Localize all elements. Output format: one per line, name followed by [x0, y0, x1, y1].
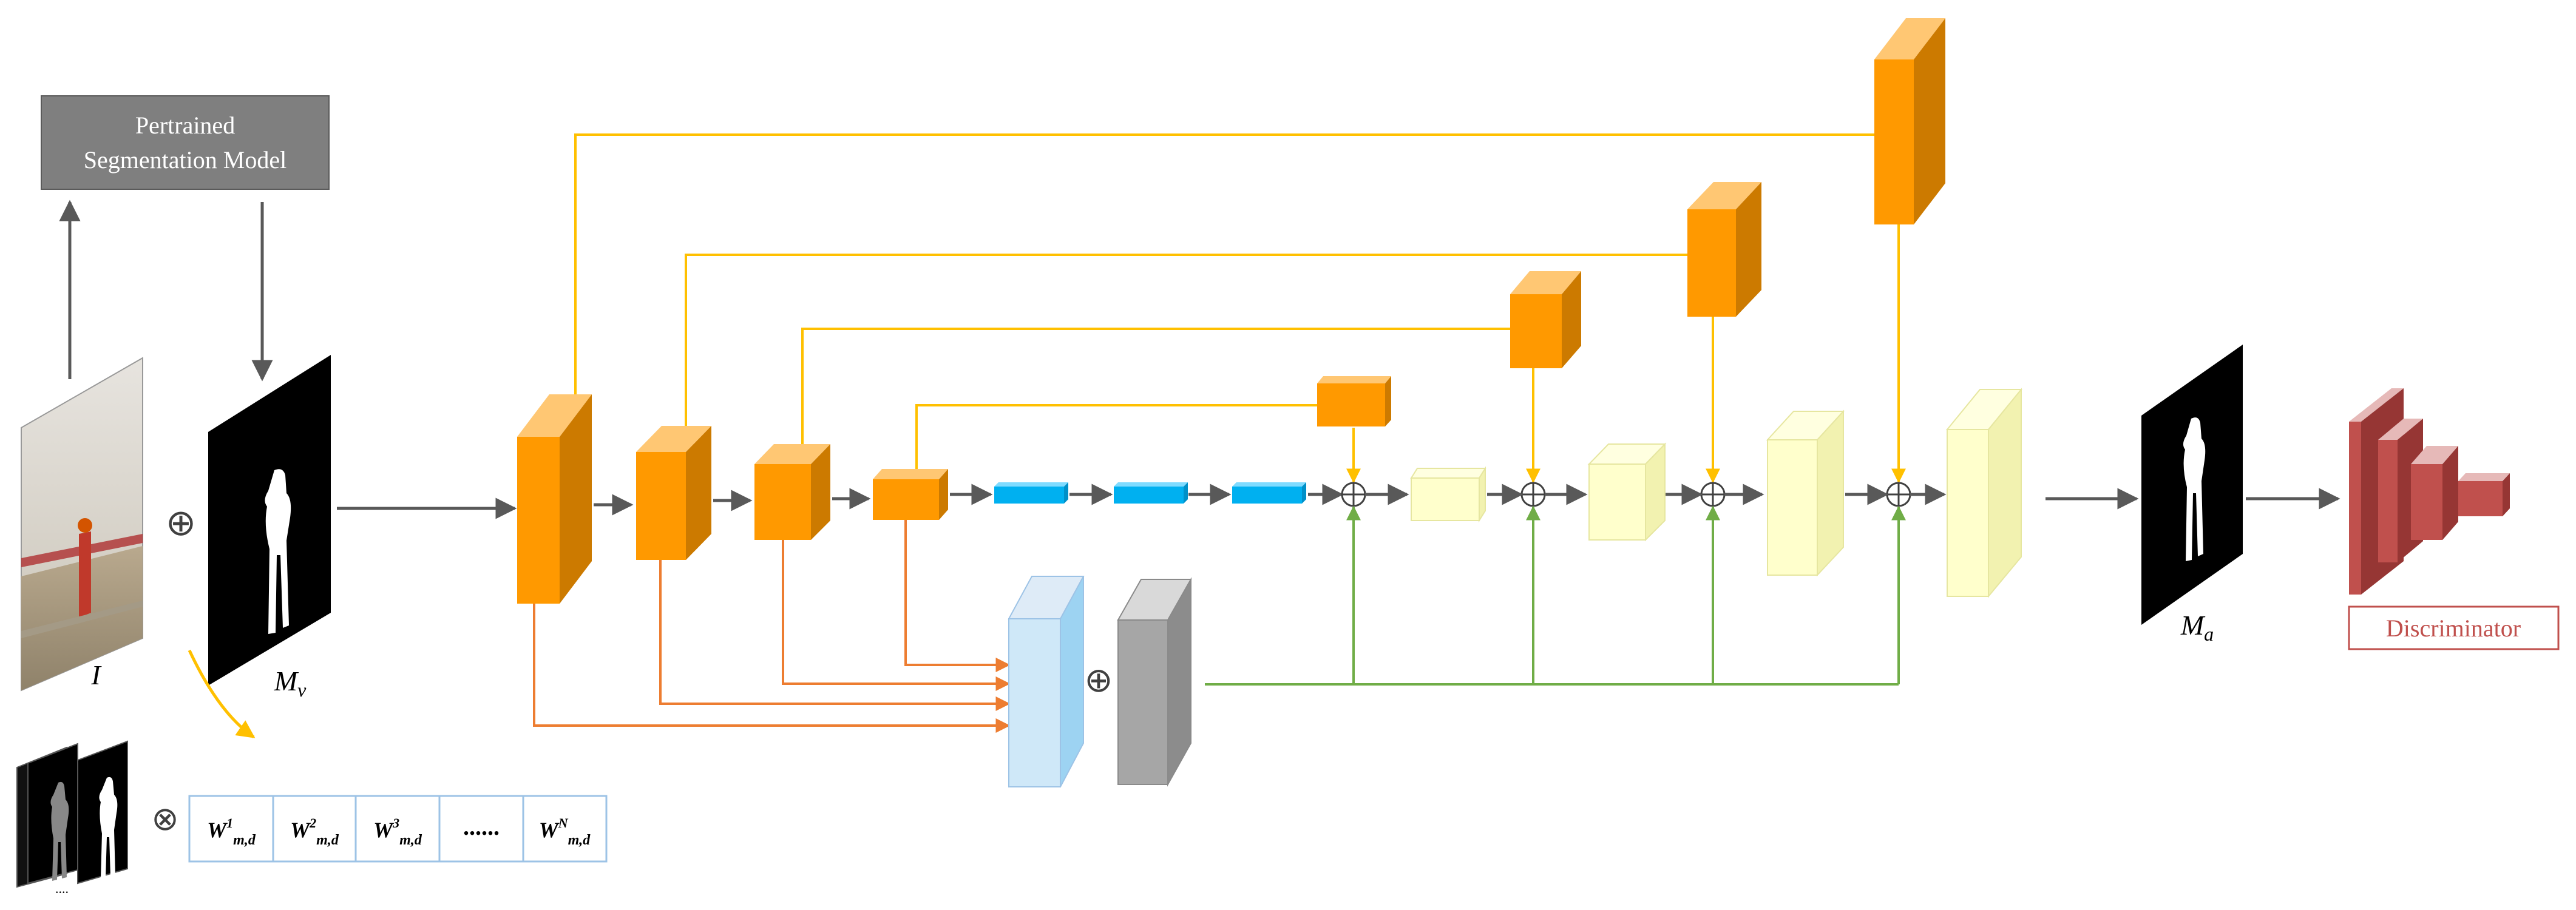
visible-mask-label-sub: v	[297, 679, 307, 701]
bottleneck-bar-1	[994, 482, 1068, 504]
decoder-block-1	[1410, 466, 1486, 523]
encoder-block-1	[517, 394, 592, 604]
weight-3-base: W	[373, 818, 395, 842]
mask-feature-arrows	[533, 520, 1011, 733]
weight-n-sub: m,d	[568, 832, 591, 848]
skip-connections	[574, 133, 1900, 469]
bottleneck-bar-3	[1232, 482, 1306, 504]
visible-mask	[208, 355, 331, 686]
weight-1-sup: 1	[226, 815, 233, 831]
decoder-block-4	[1945, 388, 2023, 598]
skip-line-2	[685, 254, 1687, 426]
multiply-symbol: ⊗	[151, 801, 178, 837]
skip-block-2	[1687, 182, 1761, 317]
encoder-arrows	[594, 484, 1344, 516]
weight-3-sub: m,d	[399, 832, 422, 848]
decoder-block-3	[1766, 410, 1845, 577]
weight-n-base: W	[539, 818, 560, 842]
skip-line-4	[915, 404, 1317, 469]
visible-mask-label: Mv	[274, 666, 307, 701]
encoder-block-4	[873, 469, 948, 520]
weight-cell-3: W3m,d	[373, 815, 422, 848]
weight-3-sup: 3	[392, 815, 399, 831]
weight-cell-1: W1m,d	[207, 815, 256, 848]
weight-n-sup: N	[558, 815, 569, 831]
amodal-mask-label-sub: a	[2204, 623, 2214, 645]
segmentation-model-box: Pertrained Segmentation Model	[41, 95, 330, 190]
decoder-block-2	[1587, 442, 1667, 542]
mask-stack	[16, 740, 128, 888]
curved-arrow-to-weights	[188, 649, 256, 739]
concat-symbol-features: ⊕	[1085, 662, 1113, 699]
weight-cell-dots: ......	[463, 813, 500, 840]
visible-mask-label-main: M	[274, 666, 299, 696]
weight-cell-n: WNm,d	[539, 815, 591, 848]
skip-down-arrows	[1346, 224, 1906, 484]
weight-table: W1m,d W2m,d W3m,d ...... WNm,d	[188, 795, 608, 863]
concat-symbol-input: ⊕	[166, 503, 196, 543]
decoder-arrows	[1365, 484, 2340, 510]
weight-2-sup: 2	[309, 815, 316, 831]
skip-block-3	[1510, 271, 1581, 368]
weight-1-sub: m,d	[233, 832, 256, 848]
weighted-feature-block	[1117, 577, 1192, 787]
bottleneck-bar-2	[1114, 482, 1188, 504]
segmentation-label-line1: Pertrained	[135, 112, 235, 139]
weight-2-sub: m,d	[316, 832, 339, 848]
skip-block-1	[1874, 18, 1945, 224]
green-links	[1205, 505, 1906, 686]
weight-cell-2: W2m,d	[290, 815, 339, 848]
weight-1-base: W	[207, 818, 228, 842]
amodal-mask	[2141, 345, 2243, 625]
input-image-label: I	[90, 659, 102, 690]
segmentation-label-line2: Segmentation Model	[84, 146, 286, 174]
skip-line-1	[574, 133, 1900, 394]
discriminator-label-box	[2348, 605, 2560, 650]
amodal-mask-label: Ma	[2180, 610, 2214, 645]
discriminator-label: Discriminator	[2386, 615, 2521, 642]
skip-block-4	[1317, 376, 1391, 426]
weight-2-base: W	[290, 818, 311, 842]
encoder-block-2	[636, 426, 711, 560]
input-image	[21, 357, 143, 692]
amodal-mask-label-main: M	[2180, 610, 2206, 641]
encoder-block-3	[754, 444, 830, 540]
skip-line-3	[801, 328, 1510, 450]
discriminator-network	[2349, 388, 2510, 595]
mask-feature-block	[1008, 576, 1085, 787]
mask-stack-dots: ....	[55, 881, 69, 896]
